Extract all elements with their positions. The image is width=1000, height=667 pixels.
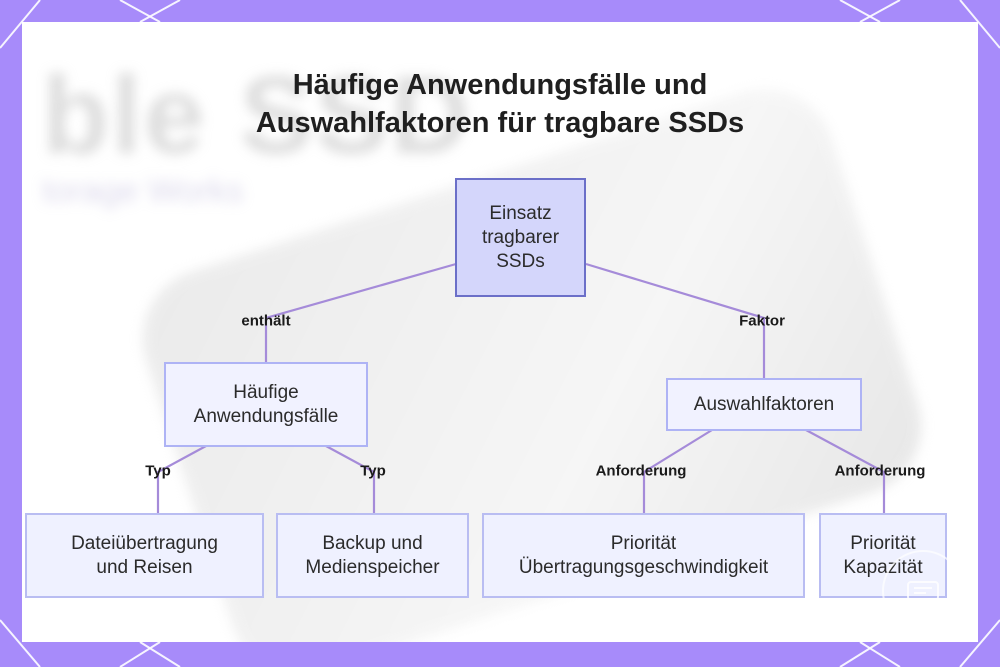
edge-factors-capacity — [805, 429, 886, 514]
node-factors: Auswahlfaktoren — [666, 378, 862, 431]
node-speed: Priorität Übertragungsgeschwindigkeit — [482, 513, 805, 598]
edge-label-contains: enthält — [241, 312, 291, 330]
diagram-panel: ble SSD torage Works Häufige Anwendungsf… — [22, 22, 978, 642]
ssd-icon — [882, 550, 964, 632]
background-ghost-text: ble SSD — [42, 54, 472, 177]
node-backup: Backup und Medienspeicher — [276, 513, 469, 598]
edge-usecases-datatransfer — [156, 445, 207, 514]
edge-label-requirement-right: Anforderung — [834, 462, 926, 480]
node-use-cases: Häufige Anwendungsfälle — [164, 362, 368, 447]
edge-label-requirement-left: Anforderung — [595, 462, 687, 480]
node-backup-label: Backup und Medienspeicher — [305, 532, 440, 578]
edge-usecases-backup — [325, 445, 376, 514]
background-photo: ble SSD torage Works — [22, 22, 978, 642]
edge-factors-speed — [642, 429, 713, 514]
edge-root-usecases — [264, 262, 457, 364]
title-line-2: Auswahlfaktoren für tragbare SSDs — [255, 107, 745, 139]
node-speed-label: Priorität Übertragungsgeschwindigkeit — [518, 532, 769, 578]
edge-layer — [156, 262, 886, 514]
title-line-1: Häufige Anwendungsfälle und — [292, 69, 708, 101]
node-data-transfer-label: Dateiübertragung und Reisen — [71, 532, 218, 578]
node-data-transfer: Dateiübertragung und Reisen — [25, 513, 264, 598]
diagram-title: Häufige Anwendungsfälle und Auswahlfakto… — [22, 66, 978, 142]
node-root: Einsatz tragbarer SSDs — [455, 178, 586, 297]
edge-label-type-left: Typ — [145, 462, 171, 480]
edge-label-type-right: Typ — [360, 462, 386, 480]
node-factors-label: Auswahlfaktoren — [693, 393, 835, 415]
edge-label-factor: Faktor — [739, 312, 785, 330]
background-ghost-subtext: torage Works — [42, 172, 244, 210]
edge-root-factors — [585, 262, 766, 380]
node-use-cases-label: Häufige Anwendungsfälle — [193, 381, 339, 427]
node-root-label: Einsatz tragbarer SSDs — [481, 202, 560, 272]
